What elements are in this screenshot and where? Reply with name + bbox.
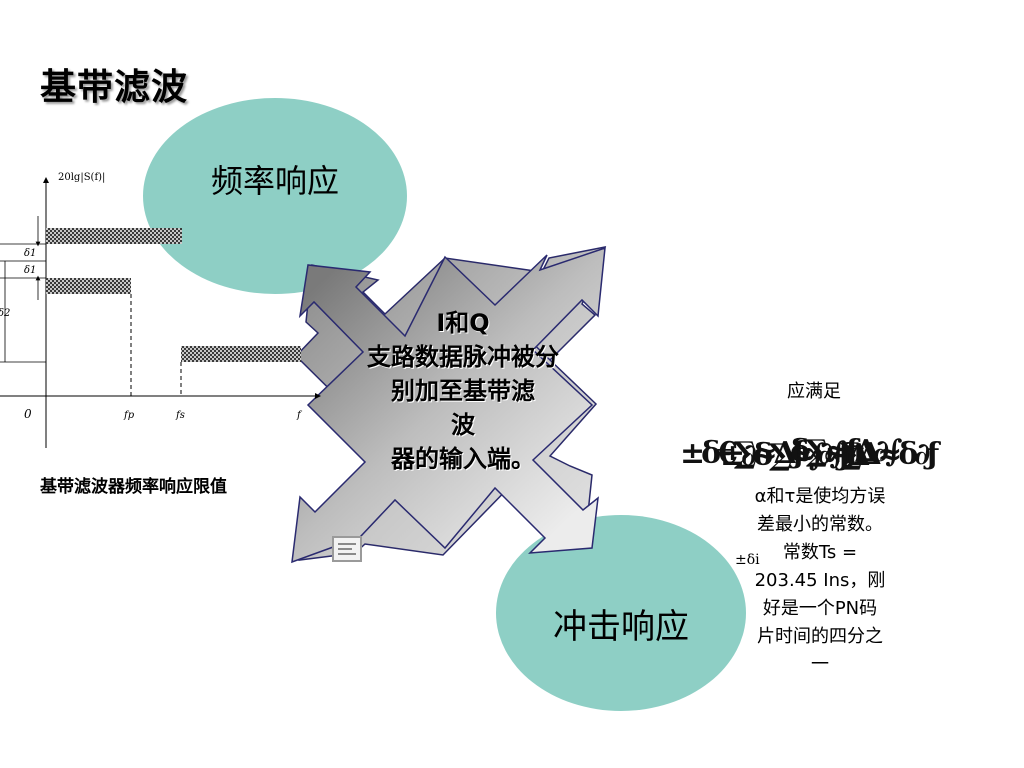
right-description: α和τ是使均方误 差最小的常数。 常数Ts = 203.45 Ins，刚 好是一… <box>735 483 905 679</box>
desc-line-4: 203.45 Ins，刚 <box>754 570 886 591</box>
arrow-text-line-2: 支路数据脉冲被分 <box>367 343 559 371</box>
desc-line-5: 好是一个PN码 <box>762 598 878 619</box>
plus-minus-delta: ±δi <box>735 552 760 568</box>
passband-upper-bar <box>46 228 182 244</box>
center-arrow-text: I和Q 支路数据脉冲被分 别加至基带滤 波 器的输入端。 <box>350 306 576 476</box>
delta1-bottom-label: δ1 <box>24 265 36 276</box>
freq-response-bubble[interactable]: 频率响应 <box>143 98 407 294</box>
desc-line-3: 常数Ts = <box>782 542 858 563</box>
freq-response-label: 频率响应 <box>210 162 339 200</box>
arrow-text-line-1: I和Q <box>436 309 490 337</box>
slide-title: 基带滤波 <box>40 66 189 108</box>
desc-line-1: α和τ是使均方误 <box>754 486 886 507</box>
impulse-response-label: 冲击响应 <box>553 607 689 647</box>
arrow-text-line-5: 器的输入端。 <box>391 445 535 473</box>
garbled-formula-image: ±δ€∑≈∆ƒ∝∂∫π ±∂δ∑≈∫∝ƒ∆ δ∑≈ƒ∆∂∫ ∑∆≈δ∂ƒ <box>680 436 939 473</box>
delta1-top-label: δ1 <box>24 248 36 259</box>
must-satisfy-label: 应满足 <box>787 381 841 402</box>
delta2-label: δ2 <box>0 308 10 319</box>
y-axis-label: 20lg|S(f)| <box>58 172 105 183</box>
desc-line-7: 一 <box>811 654 829 675</box>
arrow-text-line-3: 别加至基带滤 <box>391 377 535 405</box>
passband-lower-bar <box>46 278 131 294</box>
fp-label: fp <box>123 410 135 421</box>
desc-line-2: 差最小的常数。 <box>757 514 883 535</box>
arrow-text-line-4: 波 <box>451 411 475 439</box>
fs-label: fs <box>175 410 185 421</box>
origin-label: 0 <box>24 407 32 421</box>
document-icon[interactable] <box>332 536 362 562</box>
desc-line-6: 片时间的四分之 <box>757 626 883 647</box>
stopband-bar <box>181 346 301 362</box>
f-axis-label: f <box>296 410 303 421</box>
chart-caption: 基带滤波器频率响应限值 <box>40 477 227 497</box>
